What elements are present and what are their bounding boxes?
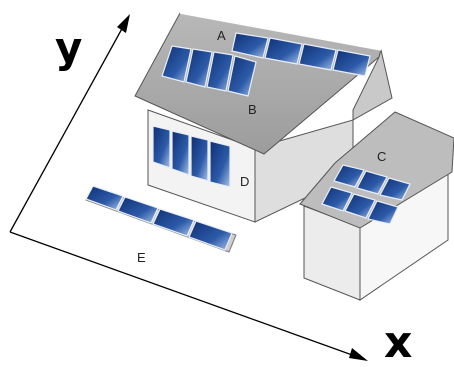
y-axis-label: y bbox=[55, 23, 82, 72]
solar-panel bbox=[185, 48, 213, 88]
y-axis bbox=[9, 14, 130, 233]
x-axis-arrowhead bbox=[349, 348, 368, 361]
solar-panel bbox=[188, 220, 233, 251]
label-b: B bbox=[248, 102, 257, 117]
solar-panel bbox=[264, 37, 303, 65]
label-c: C bbox=[377, 149, 386, 164]
solar-panel bbox=[85, 185, 124, 211]
solar-panel bbox=[321, 186, 353, 212]
solar-panel bbox=[332, 49, 371, 77]
solar-panel bbox=[298, 43, 337, 71]
solar-panel bbox=[117, 196, 159, 224]
roof-ridge bbox=[179, 12, 382, 51]
x-axis bbox=[9, 231, 368, 361]
solar-panel bbox=[367, 200, 399, 225]
solar-panel bbox=[231, 32, 269, 59]
solar-array-b bbox=[161, 45, 257, 97]
x-axis-label: x bbox=[384, 317, 412, 367]
solar-array-e bbox=[85, 185, 237, 253]
solar-panel bbox=[333, 164, 365, 188]
solar-panel bbox=[161, 45, 192, 83]
y-axis-arrowhead bbox=[117, 14, 130, 33]
label-d: D bbox=[240, 174, 249, 189]
solar-panel bbox=[379, 177, 411, 201]
solar-array-c bbox=[321, 164, 411, 225]
solar-panel bbox=[227, 55, 257, 97]
solar-panel bbox=[209, 140, 231, 188]
solar-panel bbox=[356, 170, 388, 195]
solar-panel bbox=[190, 135, 209, 182]
solar-array-d bbox=[152, 125, 231, 188]
solar-panel bbox=[206, 51, 234, 92]
solar-panel bbox=[344, 193, 376, 219]
roof-edge bbox=[352, 49, 393, 121]
solar-panel bbox=[171, 130, 190, 176]
solar-panel bbox=[152, 125, 171, 169]
label-a: A bbox=[217, 28, 226, 43]
solar-panel bbox=[152, 208, 195, 237]
label-e: E bbox=[137, 250, 146, 265]
solar-array-a bbox=[231, 32, 371, 77]
